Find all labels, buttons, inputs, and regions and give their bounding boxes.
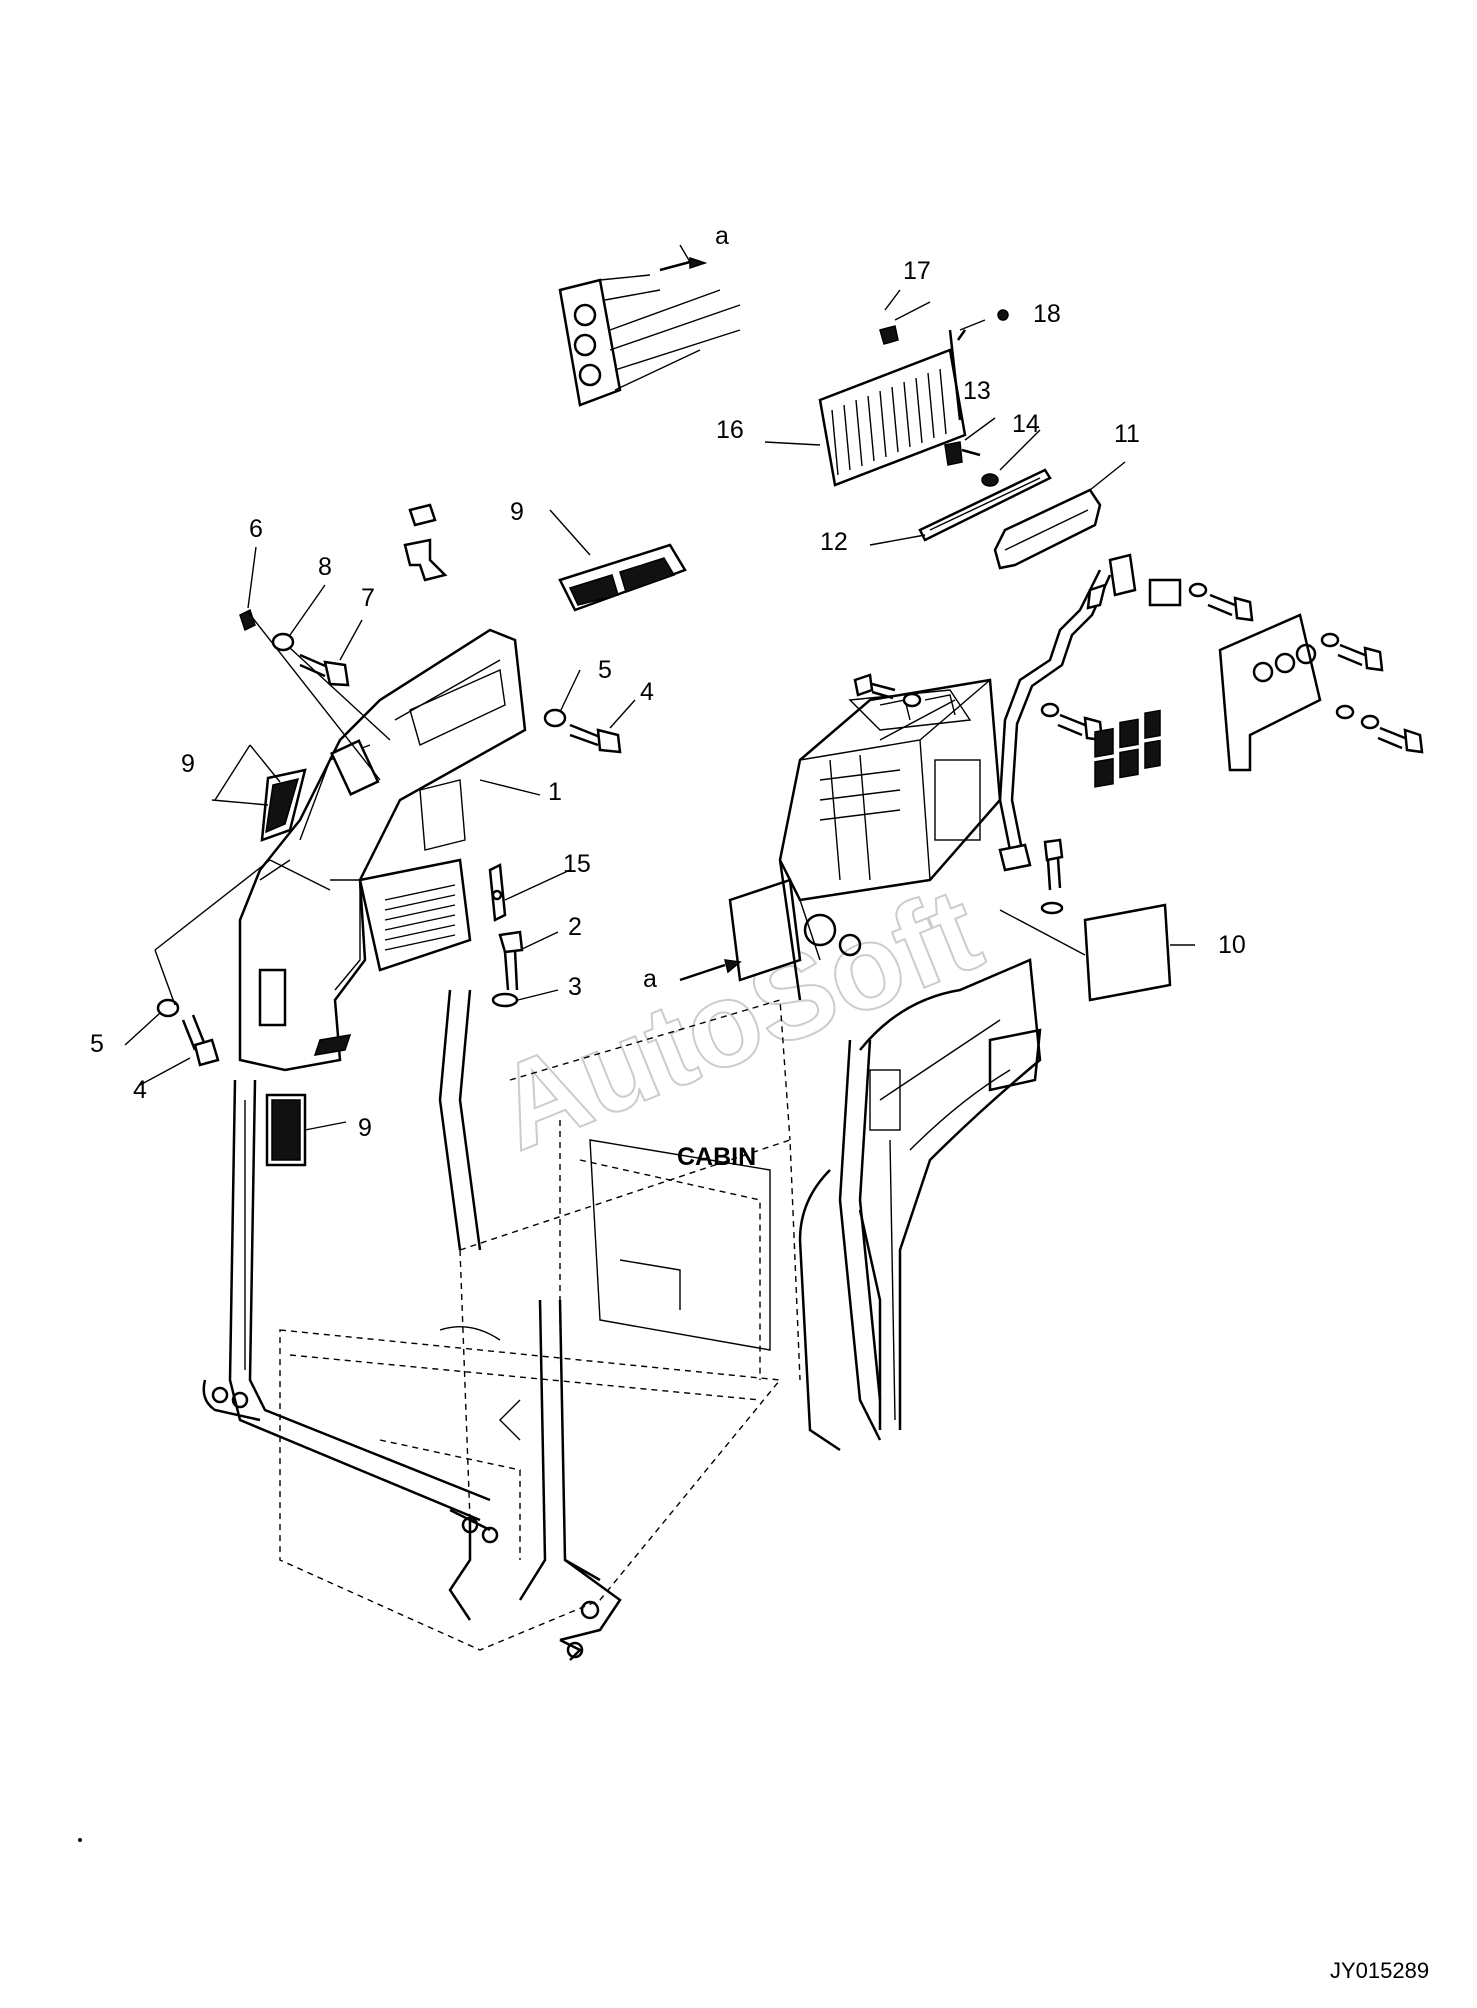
- clip-part: [403, 503, 448, 582]
- callout-8: 8: [318, 553, 332, 581]
- callout-9-lower: 9: [358, 1114, 372, 1142]
- cabin-frame: [202, 958, 1042, 1661]
- grille-9-left: [260, 768, 307, 842]
- callout-6: 6: [249, 515, 263, 543]
- fastener-17: [879, 325, 899, 345]
- callout-11: 11: [1114, 420, 1140, 448]
- callout-9-upper: 9: [510, 498, 524, 526]
- detail-a-view: [558, 256, 741, 407]
- callout-13: 13: [963, 377, 991, 405]
- left-duct-assembly: [238, 628, 527, 1072]
- cabin-label: CABIN: [677, 1143, 756, 1171]
- callout-9-left: 9: [181, 750, 195, 778]
- seal-12: [918, 468, 1052, 542]
- callout-5-lower: 5: [90, 1030, 104, 1058]
- callout-a-mid: a: [643, 965, 657, 993]
- drawing-code: JY015289: [1330, 1958, 1429, 1983]
- callout-10: 10: [1218, 931, 1246, 959]
- callout-2: 2: [568, 913, 582, 941]
- callout-12: 12: [820, 528, 848, 556]
- leader-lines: [124, 244, 1195, 1131]
- callout-17: 17: [903, 257, 931, 285]
- callout-labels: a 17 18 13 16 14 11 12 6 8 7 9 5 4 1 9 1…: [90, 222, 1246, 1142]
- callout-14: 14: [1012, 410, 1040, 438]
- grille-9-upper: [558, 543, 687, 612]
- fastener-18: [997, 309, 1009, 321]
- callout-15: 15: [563, 850, 591, 878]
- callout-1: 1: [548, 778, 562, 806]
- arrow-a-mid: [679, 959, 742, 982]
- left-fasteners: [156, 608, 622, 1067]
- washer-14: [981, 473, 999, 487]
- wiring-harness: [998, 553, 1254, 872]
- grille-9-lower: [265, 1093, 307, 1167]
- callout-5-upper: 5: [598, 656, 612, 684]
- bolt-13: [944, 441, 981, 466]
- callout-7: 7: [361, 584, 375, 612]
- callout-3: 3: [568, 973, 582, 1001]
- callout-4-lower: 4: [133, 1076, 147, 1104]
- filter-11: [993, 488, 1102, 570]
- callout-18: 18: [1033, 300, 1061, 328]
- callout-16: 16: [716, 416, 744, 444]
- callout-a-top: a: [715, 222, 729, 250]
- heater-core-16: [818, 329, 967, 487]
- ac-unit: [728, 678, 1002, 1001]
- callout-4-upper: 4: [640, 678, 654, 706]
- control-panel: [1218, 613, 1424, 772]
- stray-dot: [78, 1838, 82, 1842]
- filter-grille-10: [1083, 709, 1172, 1002]
